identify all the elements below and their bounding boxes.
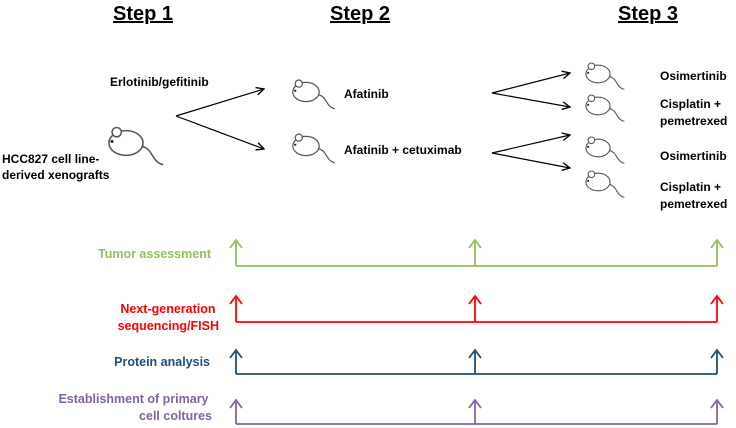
mouse-icon — [585, 170, 625, 198]
step-3-treatment-2-line-2: pemetrexed — [660, 114, 727, 128]
arrow-up-icon — [229, 398, 243, 409]
step-3-treatment-4: Cisplatin + pemetrexed — [660, 180, 727, 211]
arrow-to-osimertinib-1 — [491, 73, 570, 94]
timeline-tumor-assessment: Tumor assessment — [98, 238, 724, 267]
step-2-treatment-2: Afatinib + cetuximab — [344, 143, 462, 157]
arrow-up-icon — [229, 348, 243, 359]
arrow-up-icon — [229, 238, 243, 249]
arrow-to-cisplatin-1 — [491, 92, 570, 107]
step-1-treatment: Erlotinib/gefitinib — [110, 75, 209, 89]
timeline-sequencing: Next-generation sequencing/FISH — [118, 294, 724, 333]
step-2-heading: Step 2 — [330, 3, 390, 25]
arrow-up-icon — [468, 348, 482, 359]
arrow-up-icon — [468, 398, 482, 409]
mouse-icon — [585, 136, 625, 164]
timeline-label-primary-cultures-line-2: cell coltures — [139, 409, 212, 423]
xenograft-label: HCC827 cell line- derived xenografts — [2, 152, 110, 182]
step-1-heading: Step 1 — [113, 3, 173, 25]
timeline-protein-analysis: Protein analysis — [114, 348, 724, 375]
xenograft-label-line-2: derived xenografts — [2, 168, 110, 182]
timeline-label-sequencing-line-2: sequencing/FISH — [118, 319, 219, 333]
timeline-label-protein-analysis: Protein analysis — [114, 355, 210, 369]
arrow-up-icon — [710, 348, 724, 359]
mouse-icon — [108, 126, 164, 166]
arrow-up-icon — [710, 238, 724, 249]
step-3-treatment-4-line-2: pemetrexed — [660, 197, 727, 211]
step-2-treatment-1: Afatinib — [344, 87, 389, 101]
step-3-treatment-1: Osimertinib — [660, 69, 727, 83]
arrow-to-cisplatin-2 — [491, 152, 570, 168]
timeline-label-sequencing: Next-generation sequencing/FISH — [118, 302, 219, 333]
timeline-label-primary-cultures: Establishment of primary cell coltures — [58, 392, 212, 423]
step-3-treatment-2: Cisplatin + pemetrexed — [660, 97, 727, 128]
mouse-icon — [585, 94, 625, 122]
mouse-icon — [292, 133, 336, 164]
step-3-treatment-3: Osimertinib — [660, 149, 727, 163]
xenograft-label-line-1: HCC827 cell line- — [2, 152, 99, 166]
step-3-treatment-2-line-1: Cisplatin + — [660, 97, 721, 111]
mouse-icon — [292, 79, 336, 110]
arrow-up-icon — [710, 294, 724, 305]
arrow-up-icon — [468, 294, 482, 305]
timeline-label-sequencing-line-1: Next-generation — [120, 302, 215, 316]
timeline-label-primary-cultures-line-1: Establishment of primary — [58, 392, 208, 406]
arrow-to-osimertinib-2 — [491, 135, 570, 154]
arrow-up-icon — [468, 238, 482, 249]
timeline-label-tumor-assessment: Tumor assessment — [98, 247, 212, 261]
arrow-up-icon — [710, 398, 724, 409]
step-3-treatment-4-line-1: Cisplatin + — [660, 180, 721, 194]
timeline-primary-cultures: Establishment of primary cell coltures — [58, 392, 724, 425]
arrow-to-afatinib-cetuximab — [175, 115, 264, 149]
arrow-to-afatinib — [175, 89, 264, 117]
mouse-icon — [585, 62, 625, 90]
arrow-up-icon — [229, 294, 243, 305]
step-3-heading: Step 3 — [618, 3, 678, 25]
